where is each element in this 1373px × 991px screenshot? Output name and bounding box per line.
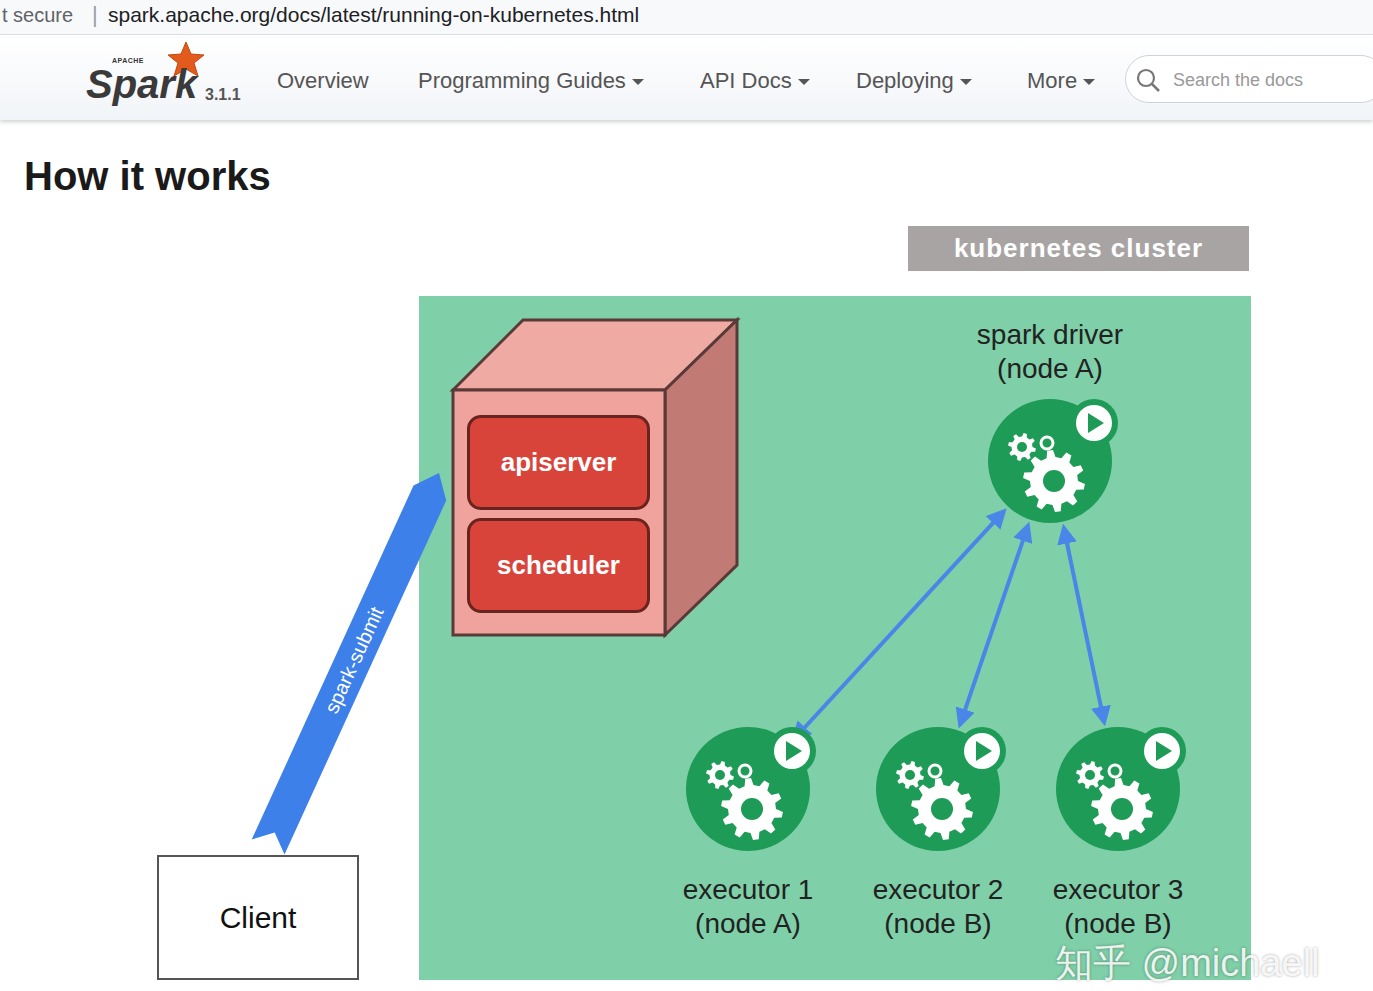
pod-disc xyxy=(686,727,810,851)
pod-node: spark driver (node A) xyxy=(960,318,1140,525)
play-badge xyxy=(1070,399,1118,447)
pod-circle xyxy=(874,725,1002,853)
gear-ring xyxy=(739,765,751,777)
gear-ring xyxy=(1109,765,1121,777)
url-text: spark.apache.org/docs/latest/running-on-… xyxy=(108,3,639,27)
gear-hole xyxy=(931,798,953,820)
gear-hole xyxy=(905,770,915,780)
gear xyxy=(896,761,924,789)
edge-label: spark-submit xyxy=(319,602,388,719)
play-triangle xyxy=(1156,741,1172,761)
pod-icon xyxy=(1054,725,1182,853)
dropdown-caret xyxy=(1083,79,1095,85)
search-icon xyxy=(1134,66,1162,94)
separator: | xyxy=(92,2,98,27)
play-badge-inner xyxy=(774,733,810,769)
browser-text: t secure xyxy=(2,4,73,27)
gear-ring xyxy=(1041,437,1053,449)
gear xyxy=(1008,433,1036,461)
gear-ring xyxy=(929,765,941,777)
pod-label: executor 3 (node B) xyxy=(1028,873,1208,940)
gear-hole xyxy=(741,798,763,820)
gear-hole xyxy=(1043,470,1065,492)
gear-hole xyxy=(1017,442,1027,452)
pod-label: executor 2 (node B) xyxy=(848,873,1028,940)
pod-disc xyxy=(1056,727,1180,851)
play-badge xyxy=(768,727,816,775)
cluster-region: kubernetes clusterapiserverschedulerspar… xyxy=(419,296,1251,980)
gear xyxy=(721,778,783,840)
play-triangle xyxy=(1088,413,1104,433)
pod-node: executor 2 (node B) xyxy=(848,725,1028,940)
gear xyxy=(911,778,973,840)
gear-hole xyxy=(715,770,725,780)
nav-item: API Docs xyxy=(700,68,792,93)
dropdown-caret xyxy=(798,79,810,85)
play-badge xyxy=(1138,727,1186,775)
pod-node: executor 1 (node A) xyxy=(658,725,838,940)
client-label: Client xyxy=(220,901,297,935)
component-label: scheduler xyxy=(497,550,620,581)
connector-arrow xyxy=(960,526,1028,725)
gear xyxy=(1023,450,1085,512)
component-box: apiserver xyxy=(467,415,650,510)
connector-arrow xyxy=(1064,528,1104,723)
component-label: apiserver xyxy=(501,447,617,478)
submit-ribbon-arrow xyxy=(252,473,447,855)
pod-icon xyxy=(684,725,812,853)
gear xyxy=(706,761,734,789)
play-badge-inner xyxy=(1144,733,1180,769)
gear-hole xyxy=(1085,770,1095,780)
nav-item: Programming Guides xyxy=(418,68,626,93)
gear xyxy=(1091,778,1153,840)
pod-disc xyxy=(876,727,1000,851)
play-triangle xyxy=(976,741,992,761)
pod-node: executor 3 (node B) xyxy=(1028,725,1208,940)
watermark: 知乎 @michaell xyxy=(1055,942,1320,986)
dropdown-caret xyxy=(632,79,644,85)
pod-icon xyxy=(874,725,1002,853)
version-number: 3.1.1 xyxy=(205,86,241,104)
pod-circle xyxy=(986,397,1114,525)
dropdown-caret xyxy=(960,79,972,85)
gear-hole xyxy=(1111,798,1133,820)
component-box: scheduler xyxy=(467,518,650,613)
client-box: Client xyxy=(157,855,359,980)
play-badge-inner xyxy=(964,733,1000,769)
play-triangle xyxy=(786,741,802,761)
connector-arrow xyxy=(794,511,1004,739)
logo-text: Spark xyxy=(86,64,197,104)
page-title: How it works xyxy=(24,154,271,199)
cluster-heading: kubernetes cluster xyxy=(908,226,1249,271)
pod-label: spark driver (node A) xyxy=(960,318,1140,385)
pod-circle xyxy=(1054,725,1182,853)
pod-label: executor 1 (node A) xyxy=(658,873,838,940)
cube-front xyxy=(453,390,665,635)
gear xyxy=(1076,761,1104,789)
nav-item: Overview xyxy=(277,68,369,93)
play-badge xyxy=(958,727,1006,775)
pod-disc xyxy=(988,399,1112,523)
cube-side xyxy=(665,320,737,635)
nav-item: More xyxy=(1027,68,1077,93)
search-placeholder: Search the docs xyxy=(1173,70,1303,91)
pod-icon xyxy=(986,397,1114,525)
play-badge-inner xyxy=(1076,405,1112,441)
pod-circle xyxy=(684,725,812,853)
nav-item: Deploying xyxy=(856,68,954,93)
